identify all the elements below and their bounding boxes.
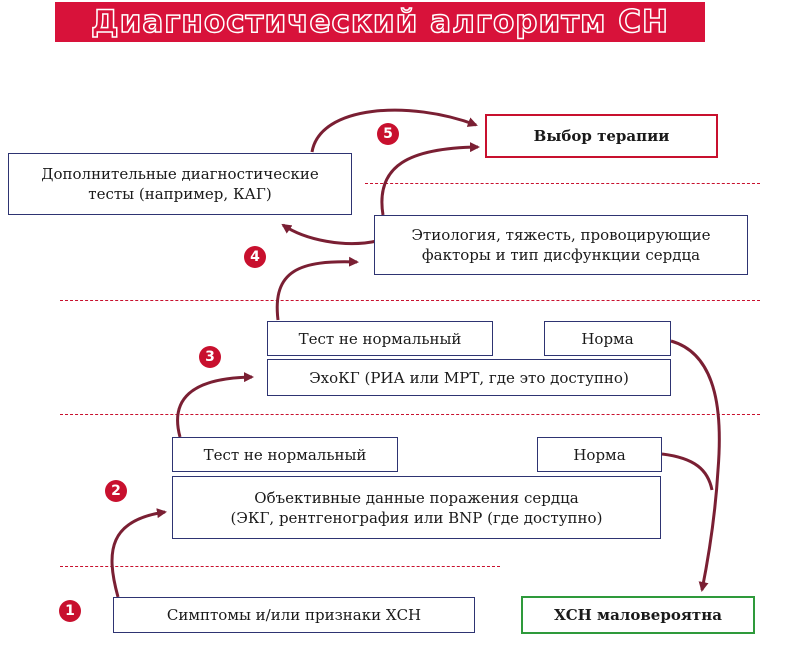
step-5-marker: 5 — [377, 123, 399, 145]
arrow-step-3 — [275, 256, 359, 321]
echo-label: ЭхоКГ (РИА или МРТ, где это доступно) — [309, 368, 629, 387]
normal-lower-label: Норма — [573, 445, 626, 464]
step-3-marker: 3 — [199, 346, 221, 368]
extra-tests-line-1: Дополнительные диагностические — [41, 165, 319, 183]
abnormal-test-upper-box: Тест не нормальный — [267, 321, 493, 356]
separator-2 — [60, 300, 760, 301]
diagram-title: Диагностический алгоритм СН — [90, 3, 669, 41]
step-2-marker: 2 — [105, 480, 127, 502]
normal-upper-box: Норма — [544, 321, 671, 356]
therapy-box: Выбор терапии — [485, 114, 718, 158]
title-banner: Диагностический алгоритм СН — [55, 2, 705, 42]
separator-3 — [60, 414, 760, 415]
normal-upper-label: Норма — [581, 329, 634, 348]
arrow-etiology-to-therapy — [380, 142, 480, 216]
arrow-etiology-to-tests — [281, 223, 378, 246]
arrow-tests-to-therapy — [310, 108, 478, 153]
extra-tests-box: Дополнительные диагностические тесты (на… — [8, 153, 352, 215]
arrow-step-1 — [110, 508, 167, 598]
abnormal-test-lower-box: Тест не нормальный — [172, 437, 398, 472]
step-1-marker: 1 — [59, 600, 81, 622]
hf-unlikely-label: ХСН маловероятна — [554, 606, 722, 624]
objective-data-box: Объективные данные поражения сердца (ЭКГ… — [172, 476, 661, 539]
objective-data-line-1: Объективные данные поражения сердца — [254, 488, 579, 507]
echo-box: ЭхоКГ (РИА или МРТ, где это доступно) — [267, 359, 671, 396]
separator-1 — [365, 183, 760, 184]
abnormal-test-lower-label: Тест не нормальный — [203, 445, 367, 464]
symptoms-label: Симптомы и/или признаки ХСН — [166, 606, 422, 624]
arrow-norma-upper — [670, 339, 721, 592]
etiology-box: Этиология, тяжесть, провоцирующие фактор… — [374, 215, 748, 275]
etiology-line-2: факторы и тип дисфункции сердца — [421, 246, 701, 264]
separator-4 — [60, 566, 500, 567]
arrow-norma-lower — [661, 452, 714, 491]
hf-unlikely-box: ХСН маловероятна — [521, 596, 755, 634]
objective-data-line-2: (ЭКГ, рентгенография или BNP (где доступ… — [230, 508, 603, 527]
arrow-step-2 — [176, 372, 254, 438]
step-4-marker: 4 — [244, 246, 266, 268]
symptoms-box: Симптомы и/или признаки ХСН — [113, 597, 475, 633]
abnormal-test-upper-label: Тест не нормальный — [298, 329, 462, 348]
etiology-line-1: Этиология, тяжесть, провоцирующие — [411, 226, 711, 244]
extra-tests-line-2: тесты (например, КАГ) — [88, 185, 272, 203]
therapy-label: Выбор терапии — [533, 127, 670, 145]
normal-lower-box: Норма — [537, 437, 662, 472]
